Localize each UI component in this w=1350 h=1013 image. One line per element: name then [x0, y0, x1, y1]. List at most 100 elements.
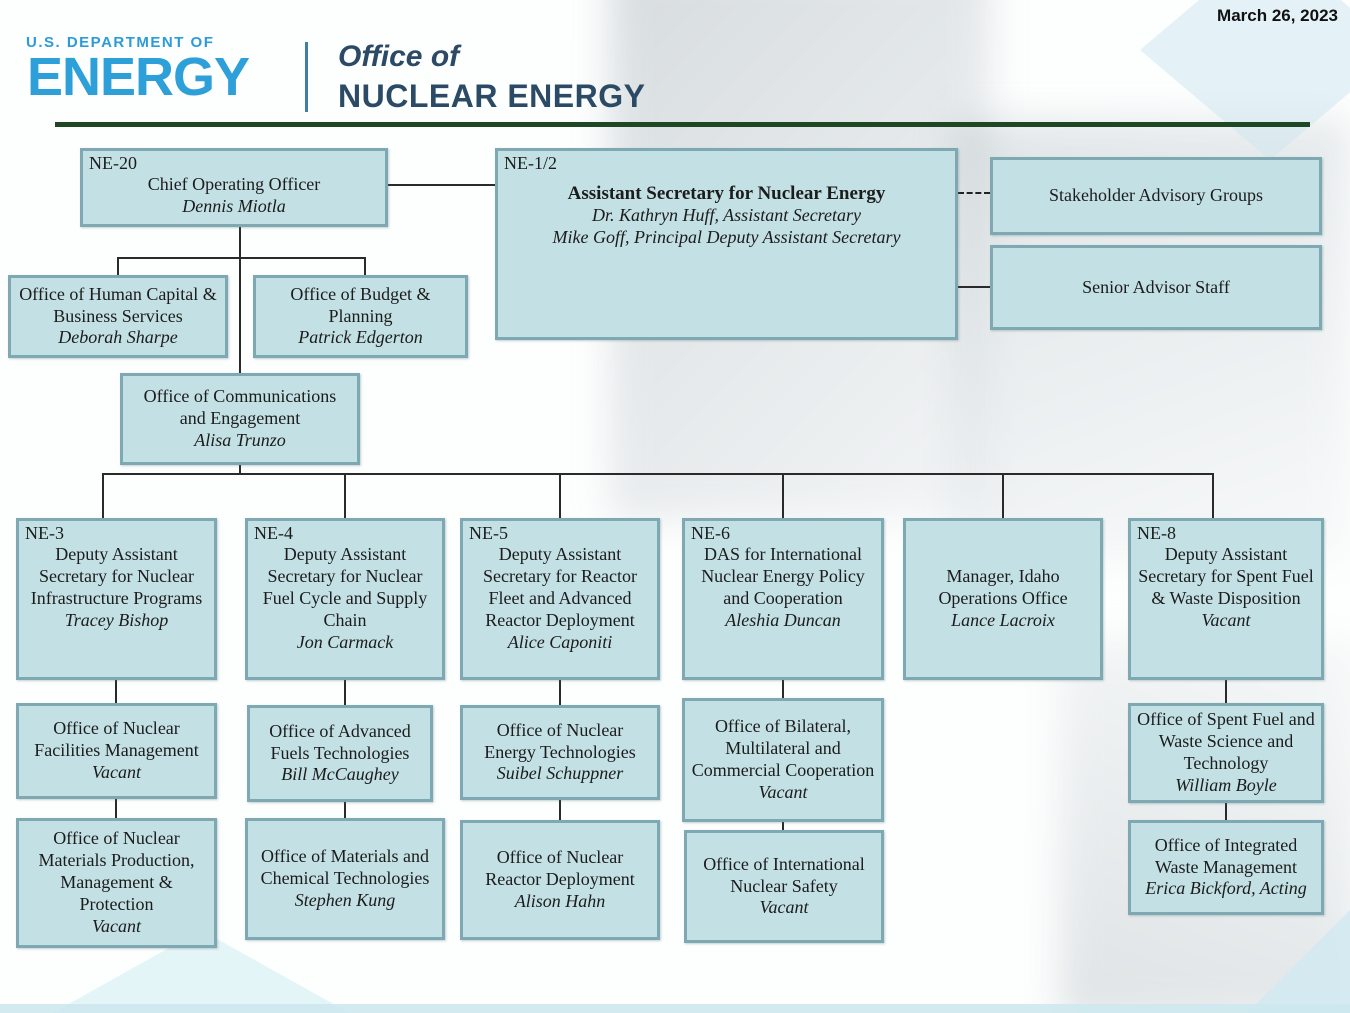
- node-person: Bill McCaughey: [281, 764, 399, 785]
- node-person: Patrick Edgerton: [298, 327, 423, 348]
- node-person: Deborah Sharpe: [58, 327, 178, 348]
- node-title: Office of International Nuclear Safety: [703, 853, 865, 896]
- org-node-ne12: NE-1/2 Assistant Secretary for Nuclear E…: [495, 148, 958, 340]
- node-person: Alisa Trunzo: [194, 429, 286, 450]
- org-node-ne5-reactor-deployment: Office of Nuclear Reactor Deployment Ali…: [460, 820, 660, 940]
- node-code: NE-4: [254, 523, 293, 543]
- chart-date: March 26, 2023: [1217, 6, 1338, 25]
- node-person: Vacant: [759, 897, 809, 918]
- node-person: Mike Goff, Principal Deputy Assistant Se…: [552, 226, 901, 247]
- node-person: Vacant: [758, 781, 808, 802]
- node-person: Alice Caponiti: [507, 631, 613, 652]
- org-node-budget-planning: Office of Budget & Planning Patrick Edge…: [253, 275, 468, 358]
- org-node-ne3: NE-3 Deputy Assistant Secretary for Nucl…: [16, 518, 217, 680]
- node-title: Office of Bilateral, Multilateral and Co…: [691, 716, 875, 780]
- org-node-ne6-bilateral: Office of Bilateral, Multilateral and Co…: [682, 698, 884, 822]
- connector: [344, 473, 346, 518]
- node-person: Tracey Bishop: [64, 609, 169, 630]
- connector: [239, 465, 241, 475]
- org-node-senior-advisor: Senior Advisor Staff: [990, 245, 1322, 330]
- connector-dashed: [958, 192, 990, 194]
- node-title: Chief Operating Officer: [147, 173, 321, 194]
- org-node-ne3-facilities: Office of Nuclear Facilities Management …: [16, 703, 217, 799]
- node-title: Office of Budget & Planning: [290, 283, 431, 326]
- org-node-communications: Office of Communications and Engagement …: [120, 373, 360, 465]
- node-title: Manager, Idaho Operations Office: [938, 566, 1068, 609]
- org-node-ne4-advanced-fuels: Office of Advanced Fuels Technologies Bi…: [247, 705, 433, 802]
- org-node-ne8: NE-8 Deputy Assistant Secretary for Spen…: [1128, 518, 1324, 680]
- node-person: Aleshia Duncan: [725, 609, 841, 630]
- connector: [115, 680, 117, 703]
- node-person: Vacant: [92, 761, 141, 782]
- connector: [115, 799, 117, 818]
- node-person: Erica Bickford, Acting: [1145, 878, 1307, 899]
- node-title: DAS for International Nuclear Energy Pol…: [701, 543, 865, 608]
- node-title: Office of Materials and Chemical Technol…: [260, 846, 430, 889]
- node-title: Office of Communications and Engagement: [143, 386, 337, 429]
- node-person: Stephen Kung: [294, 889, 396, 910]
- node-title: Stakeholder Advisory Groups: [1049, 185, 1263, 206]
- node-title: Office of Nuclear Reactor Deployment: [485, 847, 635, 890]
- connector: [102, 473, 1214, 475]
- node-title: Assistant Secretary for Nuclear Energy: [567, 182, 886, 204]
- node-code: NE-1/2: [504, 153, 557, 173]
- node-person: Vacant: [1201, 609, 1251, 630]
- node-title: Office of Integrated Waste Management: [1154, 834, 1298, 877]
- org-node-ne5-energy-tech: Office of Nuclear Energy Technologies Su…: [460, 705, 660, 800]
- org-node-ne4: NE-4 Deputy Assistant Secretary for Nucl…: [245, 518, 445, 680]
- connector: [782, 473, 784, 518]
- connector: [1225, 803, 1227, 820]
- node-person: Suibel Schuppner: [496, 763, 624, 784]
- connector: [117, 257, 366, 259]
- connector: [958, 286, 990, 288]
- connector: [559, 800, 561, 820]
- node-code: NE-5: [469, 523, 508, 543]
- node-person: Dr. Kathryn Huff, Assistant Secretary: [592, 204, 861, 225]
- org-node-ne6-intl-safety: Office of International Nuclear Safety V…: [684, 830, 884, 943]
- org-node-ne5: NE-5 Deputy Assistant Secretary for Reac…: [460, 518, 660, 680]
- connector: [782, 680, 784, 698]
- logo-divider: [305, 42, 308, 112]
- node-title: Office of Spent Fuel and Waste Science a…: [1137, 709, 1315, 773]
- watermark-bottom-strip: [0, 1004, 1350, 1013]
- connector: [559, 680, 561, 705]
- node-title: Office of Nuclear Energy Technologies: [484, 719, 636, 762]
- node-title: Deputy Assistant Secretary for Spent Fue…: [1138, 543, 1314, 608]
- node-person: Alison Hahn: [514, 890, 606, 911]
- node-title: Deputy Assistant Secretary for Reactor F…: [483, 543, 637, 630]
- node-title: Office of Human Capital & Business Servi…: [19, 283, 217, 326]
- connector: [102, 473, 104, 518]
- connector: [344, 680, 346, 705]
- connector: [782, 822, 784, 832]
- doe-dept-line: U.S. DEPARTMENT OF: [26, 34, 215, 51]
- node-title: Senior Advisor Staff: [1082, 276, 1230, 297]
- node-person: Vacant: [92, 915, 141, 936]
- node-title: Deputy Assistant Secretary for Nuclear F…: [262, 543, 428, 630]
- connector: [1212, 473, 1214, 518]
- org-node-ne8-integrated-waste: Office of Integrated Waste Management Er…: [1128, 820, 1324, 915]
- node-title: Deputy Assistant Secretary for Nuclear I…: [30, 543, 203, 608]
- org-node-human-capital: Office of Human Capital & Business Servi…: [8, 275, 228, 358]
- org-node-stakeholder-advisory: Stakeholder Advisory Groups: [990, 157, 1322, 235]
- nuclear-energy-label: NUCLEAR ENERGY: [338, 78, 646, 114]
- org-node-idaho-operations: Manager, Idaho Operations Office Lance L…: [903, 518, 1103, 680]
- connector: [344, 802, 346, 818]
- node-person: Lance Lacroix: [951, 609, 1055, 630]
- office-of-label: Office of: [338, 40, 460, 73]
- connector: [1002, 473, 1004, 518]
- org-node-ne6: NE-6 DAS for International Nuclear Energ…: [682, 518, 884, 680]
- org-node-ne20: NE-20 Chief Operating Officer Dennis Mio…: [80, 148, 388, 227]
- node-person: William Boyle: [1175, 774, 1277, 795]
- connector: [364, 257, 366, 275]
- node-title: Office of Nuclear Materials Production, …: [38, 828, 195, 914]
- node-person: Dennis Miotla: [182, 195, 286, 216]
- connector: [117, 257, 119, 275]
- node-code: NE-20: [89, 153, 137, 173]
- node-title: Office of Advanced Fuels Technologies: [269, 720, 411, 763]
- node-title: Office of Nuclear Facilities Management: [34, 718, 199, 761]
- node-code: NE-3: [25, 523, 64, 543]
- org-node-ne8-spent-fuel-science: Office of Spent Fuel and Waste Science a…: [1128, 703, 1324, 803]
- node-code: NE-6: [691, 523, 730, 543]
- connector: [388, 184, 495, 186]
